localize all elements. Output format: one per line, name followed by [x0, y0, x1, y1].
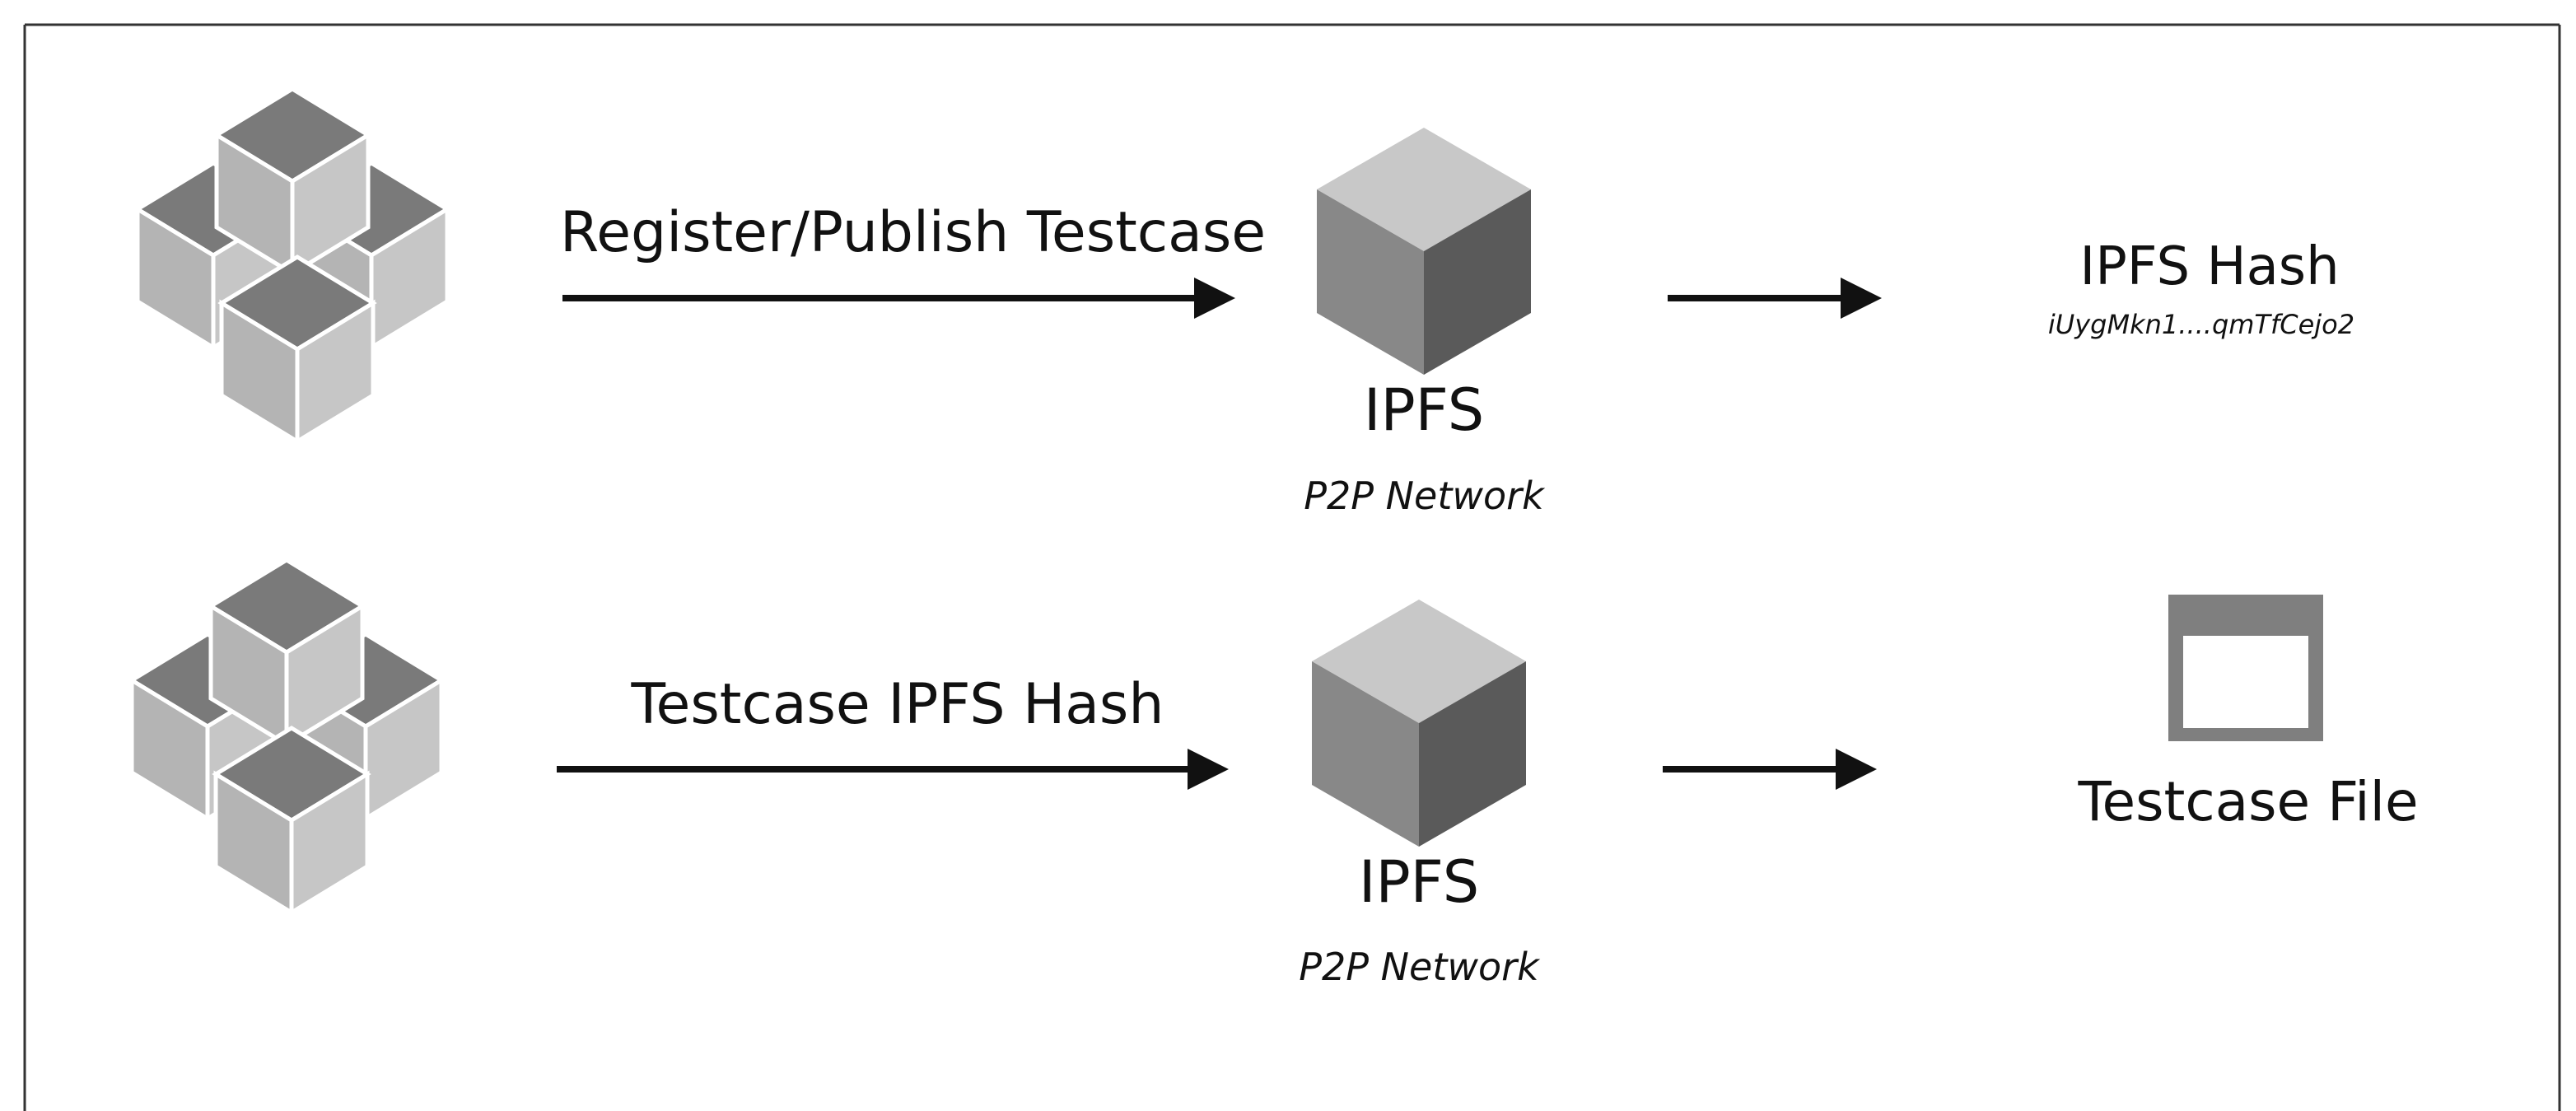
ipfs-node-cube-icon [1312, 600, 1526, 847]
cube-cluster-icon [138, 89, 447, 441]
publish-arrow [562, 278, 1235, 319]
retrieve-result-arrow [1663, 749, 1877, 790]
file-window-icon [2168, 595, 2323, 741]
row-retrieve: Testcase IPFS Hash IPFS P2P Network Test… [132, 560, 2419, 989]
retrieve-arrow [557, 749, 1229, 790]
retrieve-arrow-label: Testcase IPFS Hash [631, 672, 1164, 737]
cube-cluster-icon [132, 560, 441, 913]
ipfs-node-title: IPFS [1359, 848, 1479, 916]
publish-arrow-label: Register/Publish Testcase [560, 200, 1266, 265]
ipfs-node-subtitle: P2P Network [1304, 474, 1546, 518]
ipfs-hash-title: IPFS Hash [2079, 236, 2339, 297]
ipfs-hash-value: iUygMkn1....qmTfCejo2 [2048, 309, 2354, 340]
row-publish: Register/Publish Testcase IPFS P2P Netwo… [138, 89, 2354, 518]
ipfs-node-subtitle: P2P Network [1299, 945, 1541, 989]
frame [23, 23, 2561, 1111]
ipfs-node-title: IPFS [1364, 376, 1484, 444]
ipfs-node-cube-icon [1317, 128, 1531, 375]
testcase-file-label: Testcase File [2077, 770, 2418, 833]
publish-result-arrow [1668, 278, 1882, 319]
